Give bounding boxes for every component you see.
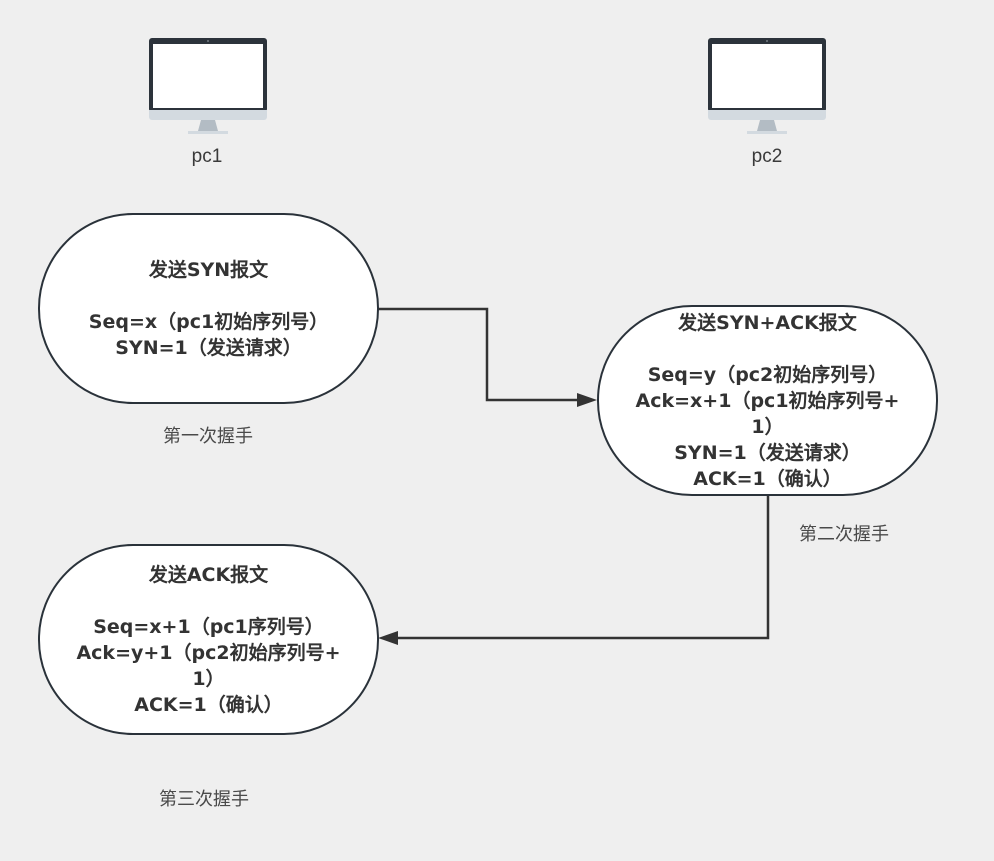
- step-label-third-handshake: 第三次握手: [159, 789, 249, 810]
- node-syn-ack[interactable]: 发送SYN+ACK报文 Seq=y（pc2初始序列号） Ack=x+1（pc1初…: [597, 305, 938, 496]
- node-line: 1）: [192, 667, 225, 690]
- pc2-label: pc2: [751, 146, 783, 167]
- node-syn[interactable]: 发送SYN报文 Seq=x（pc1初始序列号） SYN=1（发送请求）: [38, 213, 379, 404]
- node-ack[interactable]: 发送ACK报文 Seq=x+1（pc1序列号） Ack=y+1（pc2初始序列号…: [38, 544, 379, 735]
- pc1-label: pc1: [191, 146, 223, 167]
- node-title: 发送SYN+ACK报文: [678, 311, 857, 334]
- node-line: SYN=1（发送请求）: [115, 336, 302, 359]
- desktop-monitor-icon: [149, 38, 267, 134]
- arrowhead-icon: [577, 393, 597, 407]
- arrowhead-icon: [378, 631, 398, 645]
- desktop-monitor-icon: [708, 38, 826, 134]
- edge-syn-to-synack[interactable]: [378, 307, 585, 402]
- node-line: 1）: [751, 415, 784, 438]
- node-title: 发送ACK报文: [148, 563, 269, 586]
- step-label-first-handshake: 第一次握手: [163, 426, 253, 447]
- node-title: 发送SYN报文: [148, 258, 269, 281]
- step-label-second-handshake: 第二次握手: [799, 524, 889, 545]
- node-line: Ack=x+1（pc1初始序列号+: [635, 389, 900, 412]
- node-line: Ack=y+1（pc2初始序列号+: [76, 641, 341, 664]
- node-line: Seq=x（pc1初始序列号）: [88, 310, 329, 333]
- pc1-host: [149, 38, 267, 138]
- node-line: ACK=1（确认）: [134, 693, 283, 716]
- node-line: Seq=x+1（pc1序列号）: [93, 615, 324, 638]
- node-line: SYN=1（发送请求）: [674, 441, 861, 464]
- node-line: Seq=y（pc2初始序列号）: [647, 363, 888, 386]
- edge-synack-to-ack[interactable]: [390, 495, 770, 640]
- node-line: ACK=1（确认）: [693, 467, 842, 490]
- pc2-host: [708, 38, 826, 138]
